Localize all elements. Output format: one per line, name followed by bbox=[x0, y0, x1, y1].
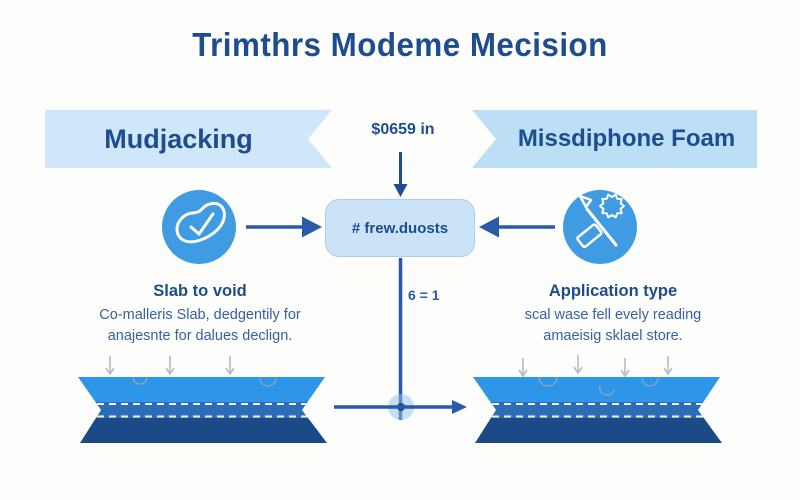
right-body-line: scal wase fell evely reading bbox=[524, 307, 702, 323]
right-body-line: amaeisig sklael store. bbox=[543, 328, 683, 345]
banner-foam: Missdiphone Foam bbox=[472, 110, 757, 168]
slab-diagram-right bbox=[473, 376, 722, 443]
injection-tool-icon bbox=[563, 190, 637, 264]
slab-diagram-left bbox=[78, 376, 327, 443]
down-arrow-icon bbox=[393, 152, 408, 197]
settle-arrows-right bbox=[518, 355, 673, 378]
arrow-left-icon bbox=[479, 216, 555, 238]
price-label: $0659 in bbox=[371, 121, 435, 138]
void-arc bbox=[132, 376, 148, 385]
void-arc bbox=[259, 377, 277, 387]
horizontal-arrow-icon bbox=[334, 400, 467, 414]
right-description-block: Application type scal wase fell evely re… bbox=[468, 282, 758, 347]
banner-mudjacking-label: Mudjacking bbox=[104, 123, 253, 154]
banner-mudjacking: Mudjacking bbox=[45, 110, 332, 168]
page-title: Trimthrs Modeme Mecision bbox=[192, 26, 608, 63]
void-arc bbox=[538, 376, 558, 387]
right-section-heading: Application type bbox=[548, 282, 678, 300]
ratio-label: 6 = 1 bbox=[408, 287, 440, 303]
banner-foam-label: Missdiphone Foam bbox=[517, 125, 736, 152]
void-arc bbox=[598, 384, 615, 396]
void-arc bbox=[641, 377, 659, 387]
settle-arrows-left bbox=[105, 356, 235, 376]
left-section-heading: Slab to void bbox=[153, 282, 247, 300]
center-comparison-box: # frew.duosts bbox=[325, 199, 475, 257]
left-description-block: Slab to void Co-malleris Slab, dedgentil… bbox=[58, 282, 342, 347]
left-body-line: Co-malleris Slab, dedgentily for bbox=[99, 307, 301, 323]
center-box-label: # frew.duosts bbox=[351, 219, 449, 237]
check-blob-icon bbox=[162, 190, 236, 264]
left-body-line: anajesnte for dalues declign. bbox=[107, 328, 293, 345]
arrow-right-icon bbox=[246, 216, 322, 238]
